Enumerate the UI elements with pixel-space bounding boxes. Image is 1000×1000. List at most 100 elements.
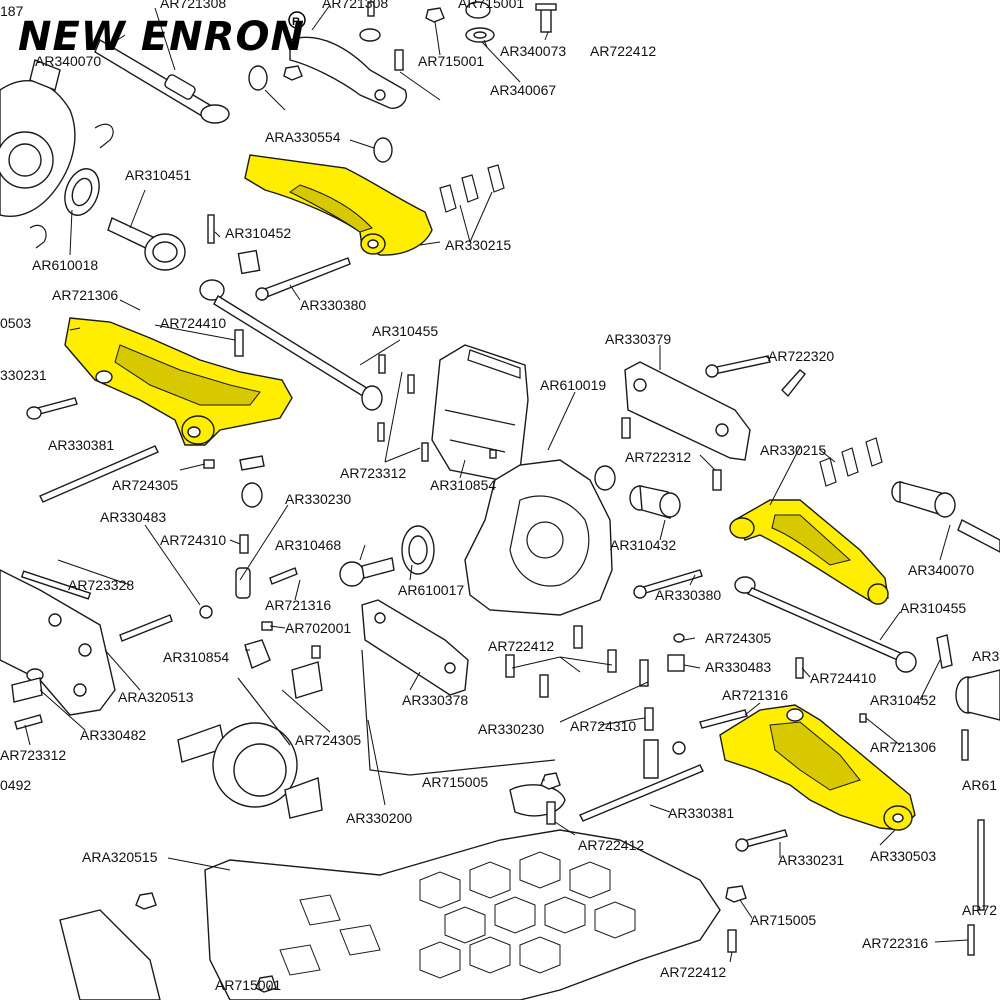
label-ar330503-right: AR330503 bbox=[870, 848, 936, 864]
screws-right-mid bbox=[699, 657, 867, 852]
label-ar340067: AR340067 bbox=[490, 82, 556, 98]
label-ar721308-top: AR721308 bbox=[160, 0, 226, 11]
upper-arm-rear-highlighted bbox=[729, 499, 889, 605]
label-ar330381-right: AR330381 bbox=[668, 805, 734, 821]
screws-right-top bbox=[621, 355, 806, 491]
differential bbox=[177, 722, 323, 819]
label-ar724305-left: AR724305 bbox=[112, 477, 178, 493]
label-ar330230-left: AR330230 bbox=[285, 491, 351, 507]
label-ar330215-right: AR330215 bbox=[760, 442, 826, 458]
label-ar722412-bottom: AR722412 bbox=[578, 837, 644, 853]
suspension-mount-ar330378 bbox=[361, 599, 469, 696]
label-ara320513: ARA320513 bbox=[118, 689, 194, 705]
label-ar715001-top: AR715001 bbox=[458, 0, 524, 11]
suspension-mount-ar330379 bbox=[624, 361, 751, 461]
label-ar724410-left: AR724410 bbox=[160, 315, 226, 331]
screws-left bbox=[26, 329, 244, 503]
label-ar330482: AR330482 bbox=[80, 727, 146, 743]
pin bbox=[961, 729, 969, 761]
label-ar310854-mid: AR310854 bbox=[430, 477, 496, 493]
label-ar724410-right: AR724410 bbox=[810, 670, 876, 686]
label-ar72-edge: AR72 bbox=[962, 902, 997, 918]
leader-lines bbox=[24, 4, 969, 991]
label-ar724305-right: AR724305 bbox=[705, 630, 771, 646]
pinion-gear-ar310468 bbox=[339, 557, 395, 587]
label-ar722412-bottom2: AR722412 bbox=[660, 964, 726, 980]
label-ar721308-2: AR721308 bbox=[322, 0, 388, 11]
hardware-left-bottom bbox=[11, 668, 44, 730]
top-hardware bbox=[359, 1, 557, 71]
label-ar330483-left: AR330483 bbox=[100, 509, 166, 525]
label-ar724310-left: AR724310 bbox=[160, 532, 226, 548]
label-ar330483-right: AR330483 bbox=[705, 659, 771, 675]
ball-stud-ara330554 bbox=[248, 65, 393, 163]
hardware-middle bbox=[505, 625, 686, 779]
label-ar330380-right: AR330380 bbox=[655, 587, 721, 603]
label-ar724310-right: AR724310 bbox=[570, 718, 636, 734]
rear-gearbox bbox=[464, 459, 613, 616]
label-ar722312: AR722312 bbox=[625, 449, 691, 465]
label-ar722316: AR722316 bbox=[862, 935, 928, 951]
anti-roll-bar-ar330200 bbox=[361, 649, 556, 776]
steering-link bbox=[94, 38, 230, 124]
lower-arm-rear-highlighted bbox=[719, 704, 916, 831]
label-ar610019: AR610019 bbox=[540, 377, 606, 393]
label-ar340070-top: AR340070 bbox=[35, 53, 101, 69]
registered-mark: R bbox=[288, 11, 306, 29]
label-ar330381-left: AR330381 bbox=[48, 437, 114, 453]
brand-logo: NEW ENRON bbox=[18, 14, 305, 60]
hinge-pin-ar330381 bbox=[579, 764, 704, 822]
gearbox-housing bbox=[431, 344, 529, 481]
label-ar724305-bottom: AR724305 bbox=[295, 732, 361, 748]
driveshaft-ar310455-left bbox=[199, 279, 383, 411]
label-ar310451: AR310451 bbox=[125, 167, 191, 183]
label-ar310455-right: AR310455 bbox=[900, 600, 966, 616]
label-ar715005-bottom: AR715005 bbox=[750, 912, 816, 928]
driveshaft-ar310455-right bbox=[734, 576, 917, 673]
label-ar723312-left: AR723312 bbox=[0, 747, 66, 763]
drive-cup-ar340070 bbox=[891, 481, 1000, 553]
hinge-pins bbox=[207, 214, 351, 301]
label-ar610017: AR610017 bbox=[398, 582, 464, 598]
shims-ar330215-top bbox=[439, 164, 505, 213]
label-ar310468: AR310468 bbox=[275, 537, 341, 553]
screws-middle bbox=[377, 354, 429, 462]
label-ar340070-right: AR340070 bbox=[908, 562, 974, 578]
label-ar721316-left: AR721316 bbox=[265, 597, 331, 613]
label-ar715005-mid: AR715005 bbox=[422, 774, 488, 790]
label-ar723328: AR723328 bbox=[68, 577, 134, 593]
label-ar723312-mid: AR723312 bbox=[340, 465, 406, 481]
label-ar330215-top: AR330215 bbox=[445, 237, 511, 253]
link-rod bbox=[237, 677, 291, 746]
label-187: 187 bbox=[0, 3, 24, 19]
shims-ar330215-right bbox=[819, 437, 883, 487]
shock-tower-ara320513 bbox=[0, 569, 116, 716]
label-ar330380: AR330380 bbox=[300, 297, 366, 313]
label-ar722412-top: AR722412 bbox=[590, 43, 656, 59]
lower-arm-front-highlighted bbox=[64, 317, 293, 446]
label-ar715001-2: AR715001 bbox=[418, 53, 484, 69]
label-ar722412-mid: AR722412 bbox=[488, 638, 554, 654]
label-ara320515: ARA320515 bbox=[82, 849, 158, 865]
label-ar330379: AR330379 bbox=[605, 331, 671, 347]
label-ar310854-left: AR310854 bbox=[163, 649, 229, 665]
label-ar330378: AR330378 bbox=[402, 692, 468, 708]
label-ar721306-left: AR721306 bbox=[52, 287, 118, 303]
label-ar610018: AR610018 bbox=[32, 257, 98, 273]
bearing-ar610019 bbox=[594, 465, 616, 491]
label-ar715001-bottom: AR715001 bbox=[215, 977, 281, 993]
pin-head bbox=[633, 585, 647, 599]
e-clip bbox=[94, 123, 114, 149]
label-ar340073: AR340073 bbox=[500, 43, 566, 59]
chassis-plate-ara320515 bbox=[59, 784, 721, 1000]
e-clip bbox=[29, 224, 47, 249]
label-330231: 330231 bbox=[0, 367, 47, 383]
label-ar702001: AR702001 bbox=[285, 620, 351, 636]
label-ara330554: ARA330554 bbox=[265, 129, 341, 145]
hardware-left bbox=[20, 455, 298, 619]
bearing-ar610017 bbox=[401, 525, 435, 575]
